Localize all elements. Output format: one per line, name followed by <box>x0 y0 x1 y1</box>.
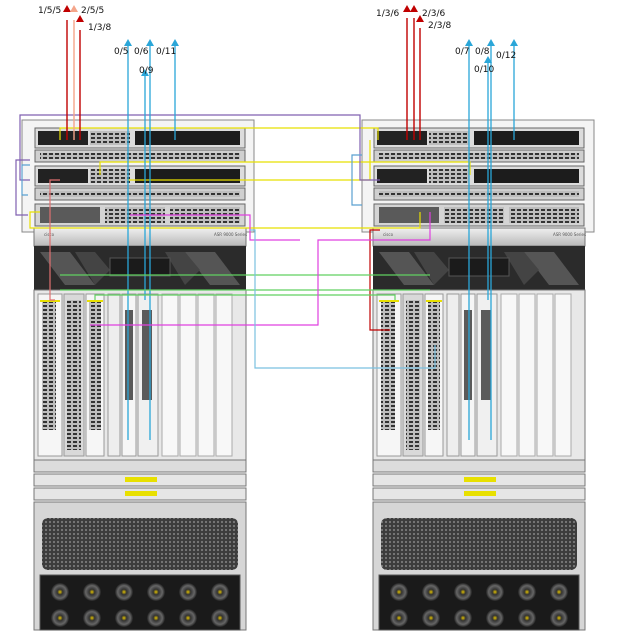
label-l-blue4: 0/11 <box>156 47 176 57</box>
left-router-chassis: cisco ASR 9000 Series <box>21 119 255 631</box>
label-l-red2: 2/5/5 <box>81 6 104 16</box>
blue-loop-left <box>21 164 30 196</box>
lightblue-link <box>250 229 436 369</box>
right-router-chassis: cisco ASR 9000 Series <box>361 119 595 631</box>
right-switch-3 <box>373 203 585 227</box>
arrow-r2 <box>410 5 418 12</box>
red-down-l <box>49 179 60 301</box>
right-brand-text: cisco <box>383 232 394 237</box>
purple-link-2 <box>15 159 30 216</box>
right-switch-2 <box>373 165 585 201</box>
label-r-blue4: 0/12 <box>496 51 516 61</box>
arrow-heads <box>63 5 518 76</box>
label-r-blue3: 0/10 <box>474 65 494 75</box>
green-link-3 <box>94 294 396 300</box>
right-linecards <box>376 293 572 457</box>
left-model-text: ASR 9000 Series <box>214 232 247 237</box>
label-r-blue2: 0/8 <box>475 47 490 57</box>
red-down-r <box>369 229 390 331</box>
arrow-l5 <box>146 39 154 46</box>
arrow-l7 <box>171 39 179 46</box>
yellow-link-2 <box>99 161 471 175</box>
arrow-l1 <box>63 5 71 12</box>
right-fans <box>390 583 568 627</box>
magenta-link-1 <box>90 212 431 326</box>
arrow-r5 <box>487 39 495 46</box>
left-brand-text: cisco <box>44 232 55 237</box>
label-l-blue2: 0/6 <box>134 47 149 57</box>
arrow-l4 <box>124 39 132 46</box>
port-labels: 1/5/5 2/5/5 1/3/8 0/5 0/6 0/9 0/11 1/3/6… <box>38 6 516 76</box>
label-r-red1: 1/3/6 <box>376 9 400 19</box>
left-fans <box>51 583 229 627</box>
arrow-l3 <box>76 15 84 22</box>
left-chassis-bezel <box>33 227 247 247</box>
right-chassis-bezel <box>372 227 586 247</box>
label-l-blue3: 0/9 <box>139 66 154 76</box>
right-model-text: ASR 9000 Series <box>553 232 586 237</box>
left-linecards <box>37 293 233 457</box>
left-switch-2 <box>34 165 246 201</box>
arrow-r4 <box>465 39 473 46</box>
label-r-red3: 2/3/8 <box>428 21 452 31</box>
label-r-blue1: 0/7 <box>455 47 469 57</box>
yellow-link-3 <box>29 211 421 229</box>
yellow-link-1 <box>59 127 379 140</box>
magenta-link-2 <box>130 214 300 241</box>
arrow-l2 <box>70 5 78 12</box>
arrow-r7 <box>510 39 518 46</box>
arrow-r1 <box>403 5 411 12</box>
label-l-red3: 1/3/8 <box>88 23 112 33</box>
cabling <box>15 18 515 440</box>
left-switch-1 <box>34 127 246 163</box>
label-l-blue1: 0/5 <box>114 47 128 57</box>
label-l-red1: 1/5/5 <box>38 6 61 16</box>
label-r-red2: 2/3/6 <box>422 9 446 19</box>
blue-loop-right <box>351 154 362 206</box>
right-switch-1 <box>373 127 585 163</box>
